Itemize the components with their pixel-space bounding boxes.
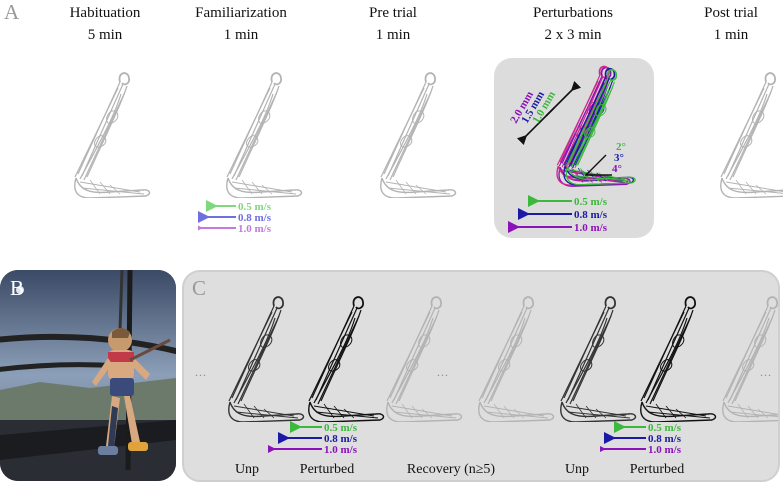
stage-duration: 1 min [375, 27, 411, 43]
speed-label-1-0: 1.0 m/s [238, 223, 272, 235]
ellipsis-right: ... [760, 365, 772, 379]
gait-sequence-panel [182, 270, 780, 482]
speed-label-0-5: 0.5 m/s [574, 196, 608, 208]
stage-name: Post trial [704, 5, 758, 21]
sequence-label-perturbed-1: Perturbed [299, 462, 355, 477]
sequence-label-perturbed-2: Perturbed [629, 462, 685, 477]
ellipsis-middle: ... [437, 365, 449, 379]
stage-duration: 5 min [87, 27, 123, 43]
speed-label-0-5: 0.5 m/s [238, 201, 272, 213]
stage-title-familiarization: Familiarization 1 min [166, 2, 316, 46]
stage-name: Perturbations [533, 5, 613, 21]
perturbed-1-speed-arrows: 0.5 m/s 0.8 m/s 1.0 m/s [268, 421, 358, 456]
stick-figure-after [721, 296, 778, 422]
stage-duration: 2 x 3 min [544, 27, 602, 43]
perturbations-figure: 2.0 mm 1.5 mm 1.0 mm 2° 3° 4° 0.5 m/s 0.… [508, 65, 636, 234]
speed-label-0-8: 0.8 m/s [324, 433, 358, 445]
panel-a-letter: A [4, 0, 20, 24]
speed-label-1-0: 1.0 m/s [324, 444, 358, 456]
stage-title-post-trial: Post trial 1 min [656, 2, 783, 46]
speed-label-1-0: 1.0 m/s [574, 222, 608, 234]
sequence-label-unp-1: Unp [234, 462, 260, 477]
speed-label-0-8: 0.8 m/s [648, 433, 682, 445]
speed-label-0-8: 0.8 m/s [574, 209, 608, 221]
stage-name: Pre trial [369, 5, 417, 21]
stage-title-habituation: Habituation 5 min [30, 2, 180, 46]
stage-duration: 1 min [223, 27, 259, 43]
stage-duration: 1 min [713, 27, 749, 43]
familiarization-speed-arrows: 0.5 m/s 0.8 m/s 1.0 m/s [198, 200, 272, 235]
speed-label-0-5: 0.5 m/s [648, 422, 682, 434]
stick-figure-familiarization [225, 72, 303, 198]
panel-c-letter: C [192, 276, 207, 300]
ellipsis-left: ... [195, 365, 207, 379]
stick-figure-pre-trial [379, 72, 457, 198]
speed-label-0-5: 0.5 m/s [324, 422, 358, 434]
amplitude-arrow-down [516, 107, 555, 146]
stage-title-pre-trial: Pre trial 1 min [318, 2, 468, 46]
photo-scene [0, 270, 176, 481]
angle-label-4: 4° [612, 163, 622, 175]
sequence-label-recovery: Recovery (n≥5) [406, 462, 496, 477]
stick-figure-post-trial [719, 72, 783, 198]
child-on-treadmill-photo [0, 270, 176, 481]
stick-figure-habituation [73, 72, 151, 198]
perturbed-2-speed-arrows: 0.5 m/s 0.8 m/s 1.0 m/s [600, 421, 682, 456]
speed-label-1-0: 1.0 m/s [648, 444, 682, 456]
angle-label-3: 3° [614, 152, 624, 164]
angle-symbol [584, 154, 612, 176]
speed-label-0-8: 0.8 m/s [238, 212, 272, 224]
stage-name: Familiarization [195, 5, 287, 21]
sequence-label-unp-2: Unp [564, 462, 590, 477]
stage-name: Habituation [69, 5, 141, 21]
stage-title-perturbations: Perturbations 2 x 3 min [498, 2, 648, 46]
angle-label-2: 2° [616, 141, 626, 153]
panel-b-letter: B [10, 276, 25, 300]
